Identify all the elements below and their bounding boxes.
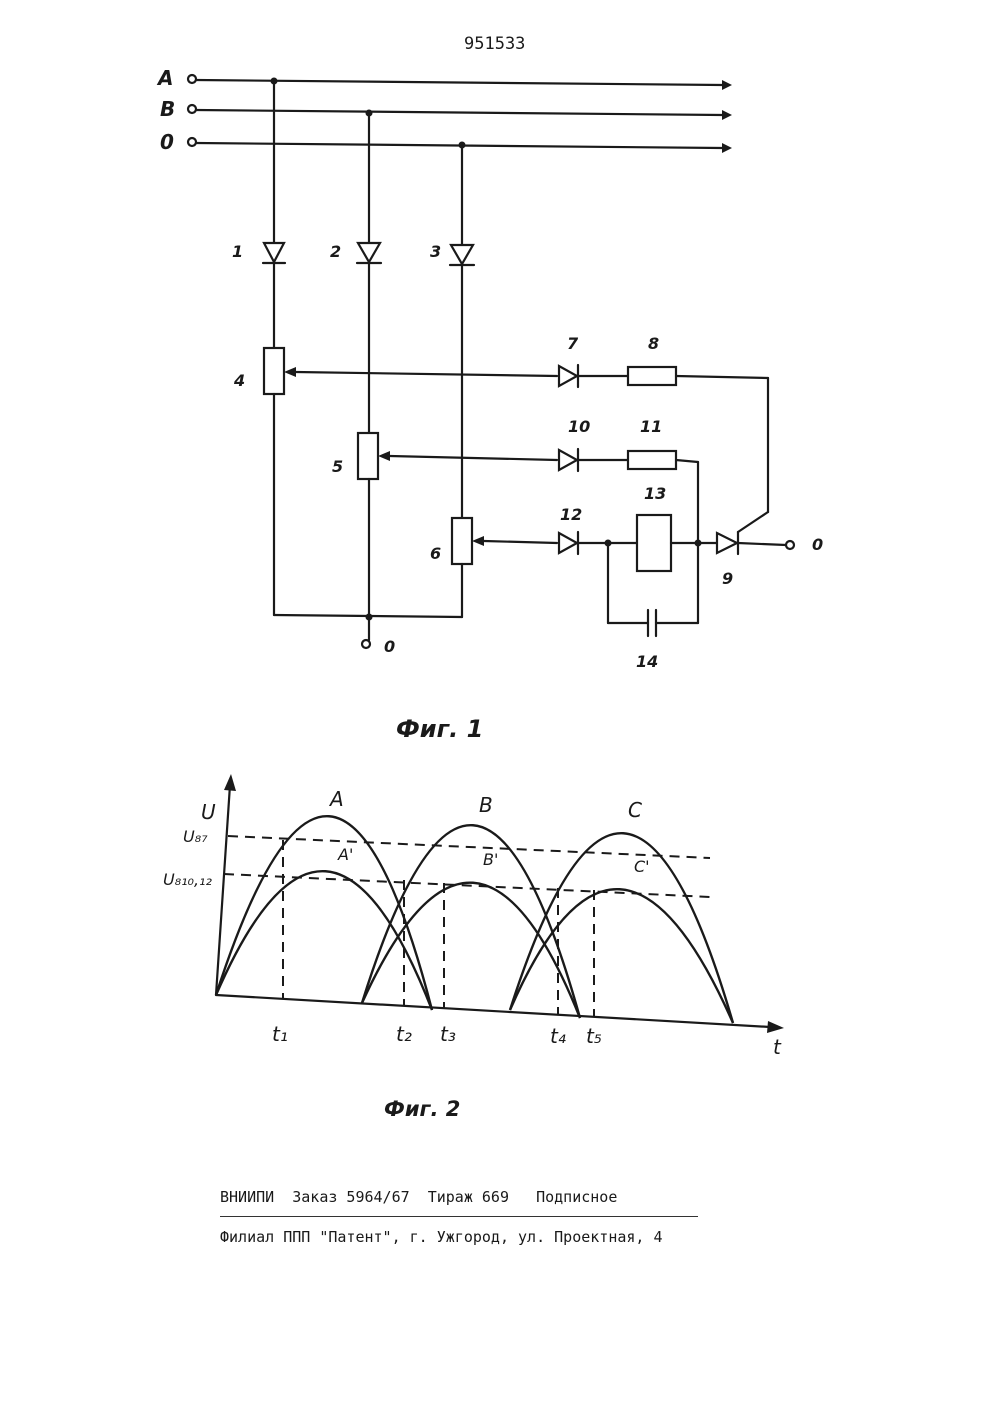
diode-2: [355, 111, 383, 435]
label-u87: U₈₇: [183, 827, 208, 846]
footer-line-1: ВНИИПИ Заказ 5964/67 Тираж 669 Подписное: [220, 1188, 618, 1206]
label-thyristor-9: 9: [722, 569, 734, 588]
curve-label-b-prime: B': [483, 850, 499, 869]
threshold-u87: [227, 835, 711, 859]
time-label-t1: t₁: [272, 1022, 288, 1046]
label-diode-3: 3: [430, 242, 442, 261]
label-pot-4: 4: [234, 371, 246, 390]
curve-a-prime: [214, 870, 434, 1011]
label-diode-7: 7: [567, 334, 579, 353]
time-label-t2: t₂: [396, 1022, 412, 1046]
bus-a: [186, 73, 732, 90]
label-pot-6: 6: [430, 544, 442, 563]
label-resistor-8: 8: [648, 334, 660, 353]
label-relay-13: 13: [644, 484, 667, 503]
label-ground-right: 0: [812, 535, 824, 554]
curve-b-prime: [360, 881, 582, 1019]
time-label-t3: t₃: [440, 1022, 456, 1046]
y-axis-label: U: [201, 800, 216, 824]
label-phase-a: A: [158, 66, 174, 90]
figure1-caption: Фиг. 1: [396, 715, 484, 743]
thyristor-9: [715, 510, 796, 556]
footer-line-2: Филиал ППП "Патент", г. Ужгород, ул. Про…: [220, 1228, 663, 1246]
diode-12: [557, 530, 639, 556]
label-phase-zero: 0: [160, 130, 174, 154]
figure2-caption: Фиг. 2: [384, 1097, 461, 1121]
label-capacitor-14: 14: [636, 652, 659, 671]
label-diode-10: 10: [568, 417, 591, 436]
potentiometer-6: [450, 516, 559, 619]
waveform-axes: [214, 774, 784, 1033]
x-axis-label: t: [773, 1035, 781, 1059]
curve-label-c: C: [628, 798, 642, 822]
diode-7: [557, 363, 630, 389]
resistor-8: [626, 365, 770, 514]
label-phase-b: B: [160, 97, 176, 121]
relay-13: [635, 513, 718, 573]
time-label-t5: t₅: [586, 1024, 602, 1048]
diode-10: [557, 447, 630, 473]
curve-a: [214, 815, 434, 1011]
potentiometer-4: [262, 346, 559, 617]
curve-c-prime: [508, 888, 735, 1024]
bus-b: [186, 103, 732, 120]
label-diode-12: 12: [560, 505, 583, 524]
capacitor-14: [606, 541, 700, 638]
curve-label-c-prime: C': [634, 857, 650, 876]
patent-number: 951533: [464, 34, 526, 54]
curve-label-a: A: [330, 787, 344, 811]
curve-b: [360, 824, 582, 1019]
threshold-u81012: [223, 873, 711, 898]
curve-label-a-prime: A': [338, 845, 354, 864]
footer-divider: [220, 1216, 698, 1217]
label-ground-bottom: 0: [384, 637, 396, 656]
curve-label-b: B: [479, 793, 493, 817]
resistor-11: [626, 449, 700, 545]
time-label-t4: t₄: [550, 1024, 566, 1048]
label-diode-2: 2: [330, 242, 342, 261]
label-pot-5: 5: [332, 457, 344, 476]
label-diode-1: 1: [232, 242, 244, 261]
label-resistor-11: 11: [640, 417, 663, 436]
label-u81012: U₈₁₀,₁₂: [163, 870, 212, 889]
curve-c: [508, 832, 735, 1024]
potentiometer-5: [356, 431, 559, 619]
diode-1: [261, 79, 287, 350]
diode-3: [448, 143, 476, 520]
